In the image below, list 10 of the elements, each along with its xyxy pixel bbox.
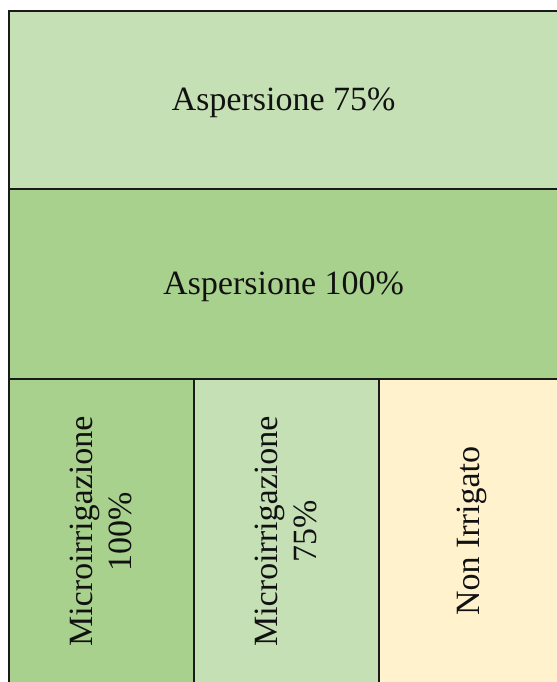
- plot-box: [8, 188, 557, 380]
- plot-label: Microirrigazione 75%: [247, 414, 326, 648]
- plot-box: [8, 378, 195, 682]
- plot-box: [193, 378, 380, 682]
- plot-box: [8, 10, 557, 190]
- plot-box: [378, 378, 557, 682]
- plot-label: Aspersione 100%: [163, 264, 404, 304]
- plot-label: Microirrigazione 100%: [62, 414, 140, 648]
- plot-label: Non Irrigato: [448, 446, 488, 616]
- plot-label: Aspersione 75%: [172, 80, 396, 120]
